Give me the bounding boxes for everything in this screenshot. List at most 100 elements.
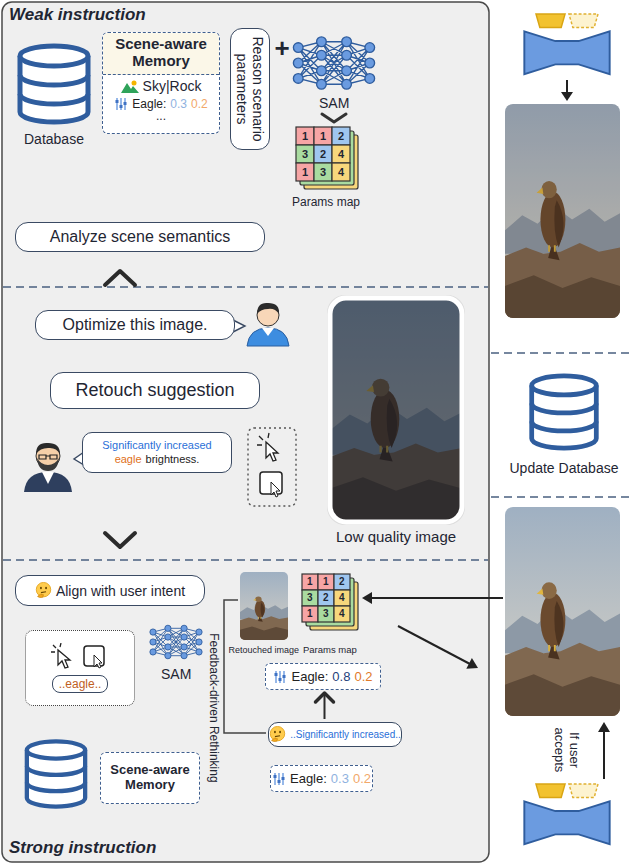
cell-number: 2 (339, 576, 345, 588)
params-cell (302, 590, 318, 606)
up-chevron (105, 271, 135, 285)
slider-knob (277, 780, 280, 783)
node-text: ..Significantly increased.. (290, 729, 401, 740)
params-cell (332, 145, 350, 163)
params-cell (334, 590, 350, 606)
image-caption: Retouched image (229, 645, 300, 655)
low-quality-image (330, 298, 462, 522)
arrow-line (566, 80, 568, 93)
loop-label: Feedback-driven Rethinking (205, 633, 219, 782)
memory-box: Scene-aware Memory (100, 752, 200, 804)
text-row: Scene-aware Memory (104, 763, 196, 793)
node-text: Retouch suggestion (75, 380, 234, 401)
text-row: Retouch suggestion (63, 380, 247, 401)
section-title: Strong instruction (9, 838, 156, 858)
plus-sign: + (275, 34, 290, 64)
node-text: 0.3 (170, 97, 187, 111)
icon-label: Database (24, 131, 84, 147)
section-title: Weak instruction (9, 5, 146, 25)
tone-overlay (505, 104, 620, 318)
condition-label: If user accepts (551, 721, 581, 779)
node-text: ... (156, 111, 166, 122)
enhancer-icon (524, 14, 609, 74)
cell-number: 2 (320, 148, 326, 161)
scene (505, 507, 620, 716)
text-row: ... (107, 111, 215, 122)
image-shadow (327, 295, 465, 525)
image-caption: Low quality image (336, 528, 456, 545)
params-cell (318, 590, 334, 606)
cell-number: 1 (320, 130, 326, 143)
cell-number: 2 (338, 130, 344, 143)
slider-knob (273, 775, 276, 778)
arrow-line (398, 626, 470, 664)
scene (240, 572, 288, 640)
arrow-head (598, 722, 610, 732)
params-cell (314, 145, 332, 163)
cell-number: 1 (302, 130, 308, 143)
slider-knob (279, 678, 282, 681)
params-cell (314, 127, 332, 145)
slider-knob (120, 105, 123, 108)
slider-icon (114, 97, 128, 111)
scene (505, 104, 620, 318)
text-row: ..Significantly increased.. (275, 726, 395, 743)
cell-number: 1 (302, 166, 308, 179)
text-row: Sky|Rock (107, 75, 215, 97)
slider-knob (275, 673, 278, 676)
cell-number: 1 (307, 608, 313, 620)
database-icon (27, 741, 85, 806)
box-cursor (94, 655, 102, 668)
params-cell (302, 574, 318, 590)
cell-number: 4 (339, 608, 345, 620)
process-box: Retouch suggestion (50, 372, 260, 409)
icon-label: Params map (292, 196, 360, 210)
click-cursor (58, 650, 70, 668)
memory-box: Scene-aware MemorySky|RockEagle:0.30.2..… (102, 32, 220, 134)
params-cell (318, 606, 334, 622)
text-row: Eagle:0.30.2 (107, 97, 215, 111)
param-box: Eagle:0.80.2 (265, 663, 381, 690)
node-text: Optimize this image. (63, 316, 208, 334)
cell-number: 3 (323, 608, 329, 620)
node-text: Scene-aware Memory (104, 763, 196, 793)
params-cell (318, 574, 334, 590)
slider-knob (281, 777, 284, 780)
dark-overlay (330, 298, 462, 522)
slider-knob (283, 675, 286, 678)
user-shirt (247, 328, 289, 346)
cell-number: 4 (339, 592, 345, 604)
arrow-head (561, 92, 573, 101)
accepted-image (505, 507, 620, 716)
prompt-box: ..eagle.. (25, 630, 135, 706)
slider-knob (124, 102, 127, 105)
node-text: Reason scenario parameters (234, 33, 266, 145)
icon-label: SAM (319, 95, 349, 111)
emoji-mouth (41, 591, 46, 593)
user-collar (262, 328, 274, 336)
text-row: Significantly increasedeaglebrightness. (88, 438, 226, 467)
node-text: Align with user intent (56, 583, 185, 599)
retouched-image (240, 572, 288, 640)
expert-beard (37, 458, 59, 471)
cell-number: 2 (323, 592, 329, 604)
text-row: Eagle:0.80.2 (273, 669, 372, 684)
text-row: Align with user intent (26, 582, 194, 599)
left-panel (2, 2, 489, 862)
emoji-eye (279, 731, 281, 734)
sam-icon (150, 625, 202, 659)
slider-knob (116, 100, 119, 103)
node-text: 0.2 (353, 771, 371, 786)
params-cell (314, 163, 332, 181)
cell-number: 3 (307, 592, 313, 604)
arrow-line (371, 597, 503, 599)
params-cell (332, 163, 350, 181)
text-row (30, 643, 130, 670)
click-rays (257, 433, 269, 445)
connector-line (324, 693, 326, 719)
arrow-head (316, 693, 334, 702)
params-map (296, 127, 358, 189)
node-text: 0.2 (354, 669, 372, 684)
cell-number: 3 (320, 166, 326, 179)
